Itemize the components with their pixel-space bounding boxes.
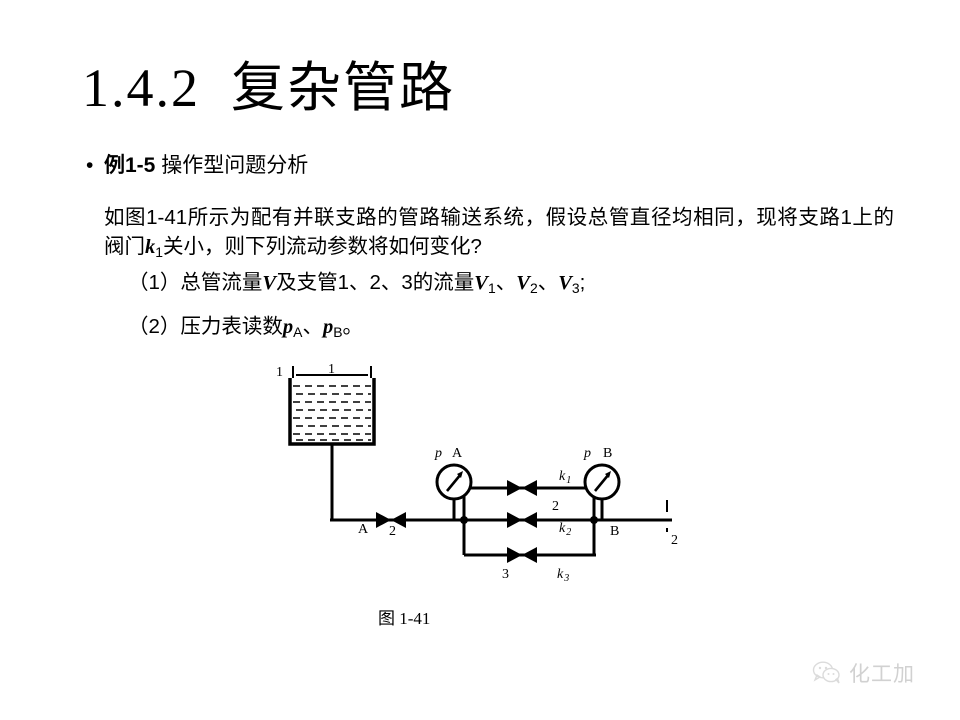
question-item-2: （2）压力表读数pA、pB。: [128, 313, 363, 346]
watermark: 化工加: [812, 658, 915, 688]
variable-V3: V3: [558, 272, 580, 296]
junction-dot-a: [460, 516, 468, 524]
variable-k1: k1: [145, 236, 164, 260]
watermark-text: 化工加: [849, 663, 915, 686]
valve-k2-icon: [507, 512, 537, 528]
item1-sep-1: 、: [495, 271, 517, 294]
item1-text-a: 总管流量: [180, 271, 263, 294]
example-label-rest: 操作型问题分析: [155, 154, 309, 177]
figure-caption: 图 1-41: [378, 609, 431, 628]
pressure-gauge-b: p B: [583, 446, 621, 524]
item1-number: （1）: [128, 271, 181, 294]
page-title: 1.4.2 复杂管路: [82, 58, 455, 118]
variable-pA: pA: [282, 316, 303, 340]
valve-k3-label: k3: [557, 567, 569, 584]
item1-tail: ;: [579, 271, 586, 294]
variable-V: V: [262, 272, 277, 294]
example-label: 例1-5: [104, 154, 156, 177]
gauge-a-label: p: [434, 446, 442, 461]
variable-V2: V2: [516, 272, 538, 296]
valve-k3-icon: [507, 547, 537, 563]
question-item-1: （1）总管流量V及支管1、2、3的流量V1、V2、V3;: [128, 269, 585, 302]
example-heading: • 例1-5 操作型问题分析: [86, 152, 308, 180]
valve-a-number: 2: [389, 524, 396, 539]
valve-k2-label: k2: [559, 521, 571, 538]
point-label-b: B: [610, 524, 619, 539]
gauge-b-label: p: [583, 446, 591, 461]
point-label-a: A: [358, 522, 369, 537]
valve-k1-icon: [507, 480, 537, 496]
item2-sep-1: 、: [302, 315, 323, 338]
gauge-b-subscript: B: [603, 446, 612, 461]
tank-group: 1 1: [276, 362, 376, 520]
item2-text-a: 压力表读数: [180, 315, 283, 338]
branch-3-number: 3: [502, 567, 509, 582]
section-label-1-right: 1: [328, 362, 335, 377]
valve-k1-label: k1: [559, 469, 571, 486]
piping-diagram-svg: .pipe { stroke:#000; stroke-width:3; fil…: [276, 362, 678, 584]
item2-tail: 。: [342, 315, 364, 338]
problem-text-part1: 如图1-41所示为配有并联支路的管路输送系统，假设总管直径均相同，现将支路1上的…: [104, 206, 894, 258]
main-line-group: A 2: [330, 512, 584, 539]
valve-k2-subscript: 2: [566, 527, 571, 538]
branch-1: k1: [464, 469, 596, 496]
valve-k1-subscript: 1: [566, 475, 571, 486]
valve-k3-subscript: 3: [563, 573, 569, 584]
branch-2: 2 k2: [464, 499, 596, 538]
piping-diagram: .pipe { stroke:#000; stroke-width:3; fil…: [262, 360, 702, 595]
problem-text-part2: 关小，则下列流动参数将如何变化?: [163, 235, 482, 258]
variable-k1-subscript: 1: [155, 243, 164, 260]
item1-text-b: 及支管1、2、3的流量: [276, 271, 475, 294]
gauge-a-subscript: A: [452, 446, 463, 461]
pressure-gauge-a: p A: [434, 446, 473, 524]
tank-liquid-fill: [293, 385, 371, 441]
section-label-1-left: 1: [276, 365, 283, 380]
item2-number: （2）: [128, 315, 181, 338]
section-label-2-right: 2: [671, 533, 678, 548]
bullet-marker: •: [86, 154, 94, 177]
problem-statement: 如图1-41所示为配有并联支路的管路输送系统，假设总管直径均相同，现将支路1上的…: [104, 203, 894, 267]
section-1-1-marks: [292, 366, 372, 378]
item1-sep-2: 、: [537, 271, 559, 294]
valve-a-icon: [376, 512, 406, 528]
outlet-group: B 2: [594, 500, 678, 548]
branch-3: 3 k3: [464, 547, 596, 584]
variable-V1: V1: [474, 272, 496, 296]
branch-2-number: 2: [552, 499, 559, 514]
junction-dot-b: [590, 516, 598, 524]
variable-pB: pB: [322, 316, 343, 340]
wechat-icon: [812, 661, 840, 684]
